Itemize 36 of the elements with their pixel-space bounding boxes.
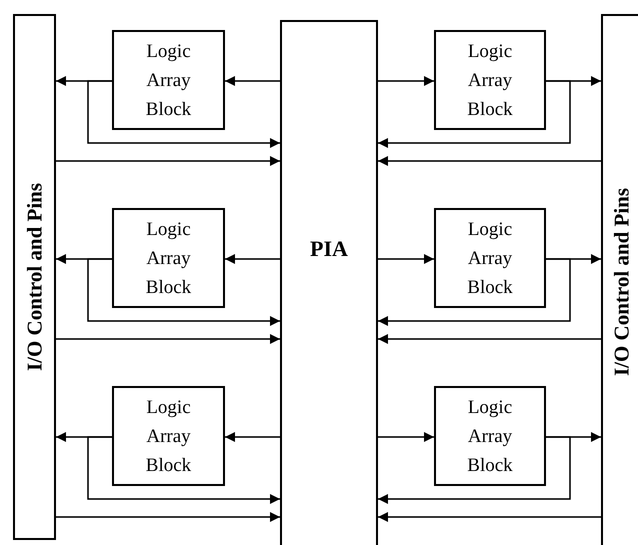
arrow (378, 258, 571, 326)
logic-block (434, 208, 546, 308)
arrow (378, 254, 434, 264)
io-bar (13, 14, 56, 540)
arrow (56, 334, 280, 344)
block-label: Logic Array Block (144, 396, 192, 478)
logic-block (112, 30, 225, 130)
arrow (87, 436, 280, 504)
arrow (87, 80, 280, 148)
interconnect-bar (280, 20, 378, 545)
arrow (378, 432, 434, 442)
arrow (378, 512, 601, 522)
arrow (87, 258, 280, 326)
io-label: I/O Control and Pins (608, 188, 634, 376)
arrow (225, 254, 280, 264)
arrow (378, 76, 434, 86)
block-label: Logic Array Block (466, 40, 514, 122)
logic-block (434, 386, 546, 486)
arrow (225, 432, 280, 442)
arrow (378, 436, 571, 504)
arrow (225, 76, 280, 86)
arrow (378, 156, 601, 166)
block-label: Logic Array Block (144, 218, 192, 300)
arrow (56, 156, 280, 166)
io-bar (601, 14, 638, 545)
arrow (378, 80, 571, 148)
logic-block (112, 386, 225, 486)
arrow (56, 512, 280, 522)
block-label: Logic Array Block (466, 218, 514, 300)
arrow (378, 334, 601, 344)
block-label: Logic Array Block (144, 40, 192, 122)
interconnect-label: PIA (310, 235, 348, 263)
io-label: I/O Control and Pins (20, 182, 47, 372)
logic-block (434, 30, 546, 130)
block-label: Logic Array Block (466, 396, 514, 478)
logic-block (112, 208, 225, 308)
